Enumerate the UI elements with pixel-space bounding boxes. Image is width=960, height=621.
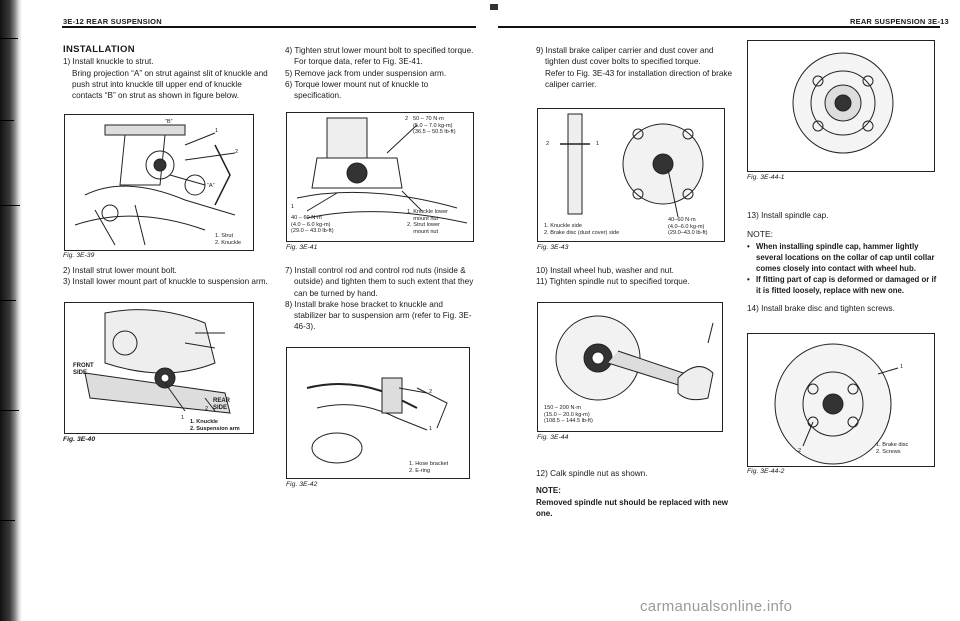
step-8: 8) Install brake hose bracket to knuckle…: [285, 299, 472, 332]
step-6: 6) Torque lower mount nut of knuckle to …: [285, 79, 429, 101]
step-7: 7) Install control rod and control rod n…: [285, 266, 474, 298]
callout-1: 1: [291, 204, 295, 210]
callout-2: 2: [205, 406, 209, 412]
callout-1: 1: [596, 141, 600, 147]
spindle-nut-drawing: [555, 315, 714, 401]
step-4: 4) Tighten strut lower mount bolt to spe…: [285, 46, 474, 67]
label-b: “B”: [165, 119, 173, 125]
header-rule-right: [498, 26, 940, 28]
knuckle-arm-drawing: [84, 309, 231, 414]
figure-3e-42: 2 1 1. Hose bracket 2. E-ring: [286, 347, 470, 479]
fig44-torque: 150 – 200 N·m (15.0 – 20.0 kg-m) (108.5 …: [544, 405, 593, 425]
callout-2: 2: [405, 116, 409, 122]
callout-2: 2: [429, 389, 433, 395]
callout-1: 1: [181, 415, 185, 421]
column-2: 4) Tighten strut lower mount bolt to spe…: [285, 45, 475, 101]
header-right: REAR SUSPENSION 3E-13: [850, 17, 949, 26]
step-9: 9) Install brake caliper carrier and dus…: [536, 46, 714, 67]
binding-spine: [0, 0, 22, 621]
callout-1: 1: [900, 364, 904, 370]
callout-2: 2: [546, 141, 550, 147]
column-4: 13) Install spindle cap. NOTE: When inst…: [747, 210, 942, 314]
torque-upper: 50 – 70 N·m (5.0 – 7.0 kg-m) (36.5 – 50.…: [413, 116, 456, 136]
fig42-legend: 1. Hose bracket 2. E-ring: [409, 461, 449, 474]
callout-2: 2: [235, 149, 239, 155]
spindle-cap-drawing: [792, 52, 894, 154]
torque-lower: 40 – 60 N·m (4.0 – 6.0 kg-m) (29.0 – 43.…: [291, 215, 334, 235]
caliper-carrier-drawing: [560, 113, 704, 218]
label-a: “A”: [207, 183, 215, 189]
note-label: NOTE:: [747, 229, 773, 240]
figure-3e-43: 2 1 40–60 N·m (4.0–6.0 kg-m) (29.0–43.0 …: [537, 108, 725, 242]
note-bullet-1: When installing spindle cap, hammer ligh…: [747, 241, 942, 274]
fig44-2-legend: 1. Brake disc 2. Screws: [876, 442, 909, 455]
fig40-caption: Fig. 3E-40: [63, 436, 96, 443]
fig39-caption: Fig. 3E-39: [63, 252, 95, 259]
column-3-mid: 10) Install wheel hub, washer and nut. 1…: [536, 265, 736, 288]
note-text: Removed spindle nut should be replaced w…: [536, 497, 729, 518]
step-2: 2) Install strut lower mount bolt.: [63, 266, 177, 275]
note-bullet-2: If fitting part of cap is deformed or da…: [747, 274, 942, 296]
fig43-caption: Fig. 3E-43: [537, 244, 569, 251]
fig44-1-caption: Fig. 3E-44-1: [747, 174, 785, 181]
hose-bracket-drawing: [306, 377, 448, 464]
step-1: 1) Install knuckle to strut.: [63, 57, 154, 67]
column-3-lower: 12) Calk spindle nut as shown. NOTE: Rem…: [536, 468, 736, 519]
step-5: 5) Remove jack from under suspension arm…: [285, 68, 447, 78]
header-rule-left: [62, 26, 476, 28]
figure-3e-44-2: 1 2 1. Brake disc 2. Screws: [747, 333, 935, 467]
column-3: 9) Install brake caliper carrier and dus…: [536, 45, 736, 90]
header-left: 3E-12 REAR SUSPENSION: [63, 17, 162, 26]
figure-3e-40: FRONT SIDE REAR SIDE 1 2 1. Knuckle 2. S…: [64, 302, 254, 434]
rear-side-label: REAR SIDE: [213, 398, 231, 411]
step-9-detail: Refer to Fig. 3E-43 for installation dir…: [545, 68, 733, 89]
column-1: INSTALLATION 1) Install knuckle to strut…: [63, 44, 273, 101]
fig44-caption: Fig. 3E-44: [537, 434, 569, 441]
fig44-2-caption: Fig. 3E-44-2: [747, 468, 785, 475]
strut-knuckle-drawing: [74, 124, 236, 246]
fig41-caption: Fig. 3E-41: [286, 244, 318, 251]
callout-1: 1: [215, 128, 219, 134]
installation-heading: INSTALLATION: [63, 44, 135, 55]
column-2-lower: 7) Install control rod and control rod n…: [285, 265, 475, 333]
fig42-caption: Fig. 3E-42: [286, 481, 318, 488]
step-13: 13) Install spindle cap.: [747, 211, 829, 220]
step-10: 10) Install wheel hub, washer and nut.: [536, 266, 674, 275]
figure-3e-44: 150 – 200 N·m (15.0 – 20.0 kg-m) (108.5 …: [537, 302, 723, 432]
callout-1: 1: [429, 426, 433, 432]
step-3: 3) Install lower mount part of knuckle t…: [63, 277, 268, 287]
front-side-label: FRONT SIDE: [73, 363, 94, 376]
fig43-torque: 40–60 N·m (4.0–6.0 kg-m) (29.0–43.0 lb-f…: [668, 217, 708, 237]
fig41-legend: 1. Knuckle lower mount nut 2. Strut lowe…: [407, 209, 449, 235]
fig39-legend: 1. Strut 2. Knuckle: [215, 233, 242, 246]
figure-3e-41: 2 50 – 70 N·m (5.0 – 7.0 kg-m) (36.5 – 5…: [286, 112, 474, 242]
note-label: NOTE:: [536, 486, 561, 496]
step-14: 14) Install brake disc and tighten screw…: [747, 303, 895, 313]
brake-disc-drawing: [774, 343, 899, 465]
corner-mark: [490, 4, 498, 10]
fig40-legend: 1. Knuckle 2. Suspension arm: [190, 419, 240, 432]
fig43-legend: 1. Knuckle side 2. Brake disc (dust cove…: [544, 223, 620, 236]
step-1-detail: Bring projection “A” on strut against sl…: [72, 68, 268, 101]
mount-bolt-drawing: [296, 117, 468, 224]
figure-3e-39: “B” 1 2 “A” 1. Strut 2. Knuckle: [64, 114, 254, 251]
callout-2: 2: [798, 448, 802, 454]
figure-3e-44-1: [747, 40, 935, 172]
column-1-lower: 2) Install strut lower mount bolt. 3) In…: [63, 265, 273, 288]
watermark: carmanualsonline.info: [640, 598, 793, 615]
step-11: 11) Tighten spindle nut to specified tor…: [536, 277, 690, 287]
step-12: 12) Calk spindle nut as shown.: [536, 469, 648, 478]
